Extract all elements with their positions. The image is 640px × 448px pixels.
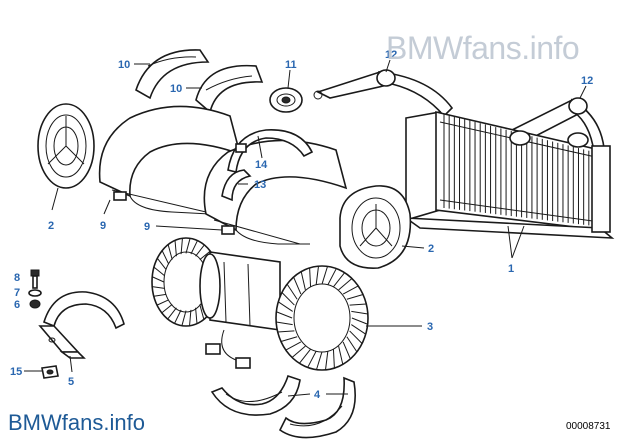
watermark-bottom: BMWfans.info	[8, 410, 145, 435]
cover-strap-upper	[135, 49, 210, 100]
callout-13: 13	[254, 179, 266, 191]
cover-strap-lower	[195, 64, 264, 114]
clip-nut	[41, 365, 59, 379]
callout-5: 5	[68, 376, 74, 388]
callout-3: 3	[427, 321, 433, 333]
callout-12-right: 12	[581, 75, 593, 87]
callout-1: 1	[508, 263, 514, 275]
grommet	[269, 87, 303, 113]
blower-housing-left	[98, 105, 242, 215]
callout-15: 15	[10, 366, 22, 378]
callout-14: 14	[255, 159, 268, 171]
callout-12-upper: 12	[385, 49, 397, 61]
callout-9-left: 9	[100, 220, 106, 232]
callout-7: 7	[14, 287, 20, 299]
blower-motor	[151, 237, 369, 371]
fan-cover-left	[37, 103, 95, 189]
lower-shell-left	[210, 374, 301, 416]
callout-6: 6	[14, 299, 20, 311]
callout-10-lower: 10	[170, 83, 182, 95]
washer	[28, 289, 42, 297]
callout-9-right: 9	[144, 221, 150, 233]
callout-11: 11	[285, 59, 297, 71]
watermark-top: BMWfans.info	[386, 30, 580, 66]
mounting-bracket	[38, 291, 125, 359]
drawing-number: 00008731	[566, 421, 611, 432]
lower-shell-right	[278, 376, 356, 439]
callout-labels: 10 10 11 12 12 2 9 14 13 9 2 1 8 7 6 3 1…	[10, 49, 593, 401]
callout-10-upper: 10	[118, 59, 130, 71]
callout-2-left: 2	[48, 220, 54, 232]
callout-2-right: 2	[428, 243, 434, 255]
nut	[29, 299, 41, 309]
screw	[30, 269, 40, 289]
clamp-band	[227, 129, 314, 173]
housing-strap	[221, 169, 252, 202]
heater-core	[403, 110, 615, 239]
blower-housing-right	[203, 139, 348, 245]
callout-8: 8	[14, 272, 20, 284]
leader-lines	[24, 59, 587, 397]
fan-cover-right	[339, 185, 412, 269]
heater-pipe-upper	[313, 69, 454, 118]
callout-4: 4	[314, 389, 321, 401]
